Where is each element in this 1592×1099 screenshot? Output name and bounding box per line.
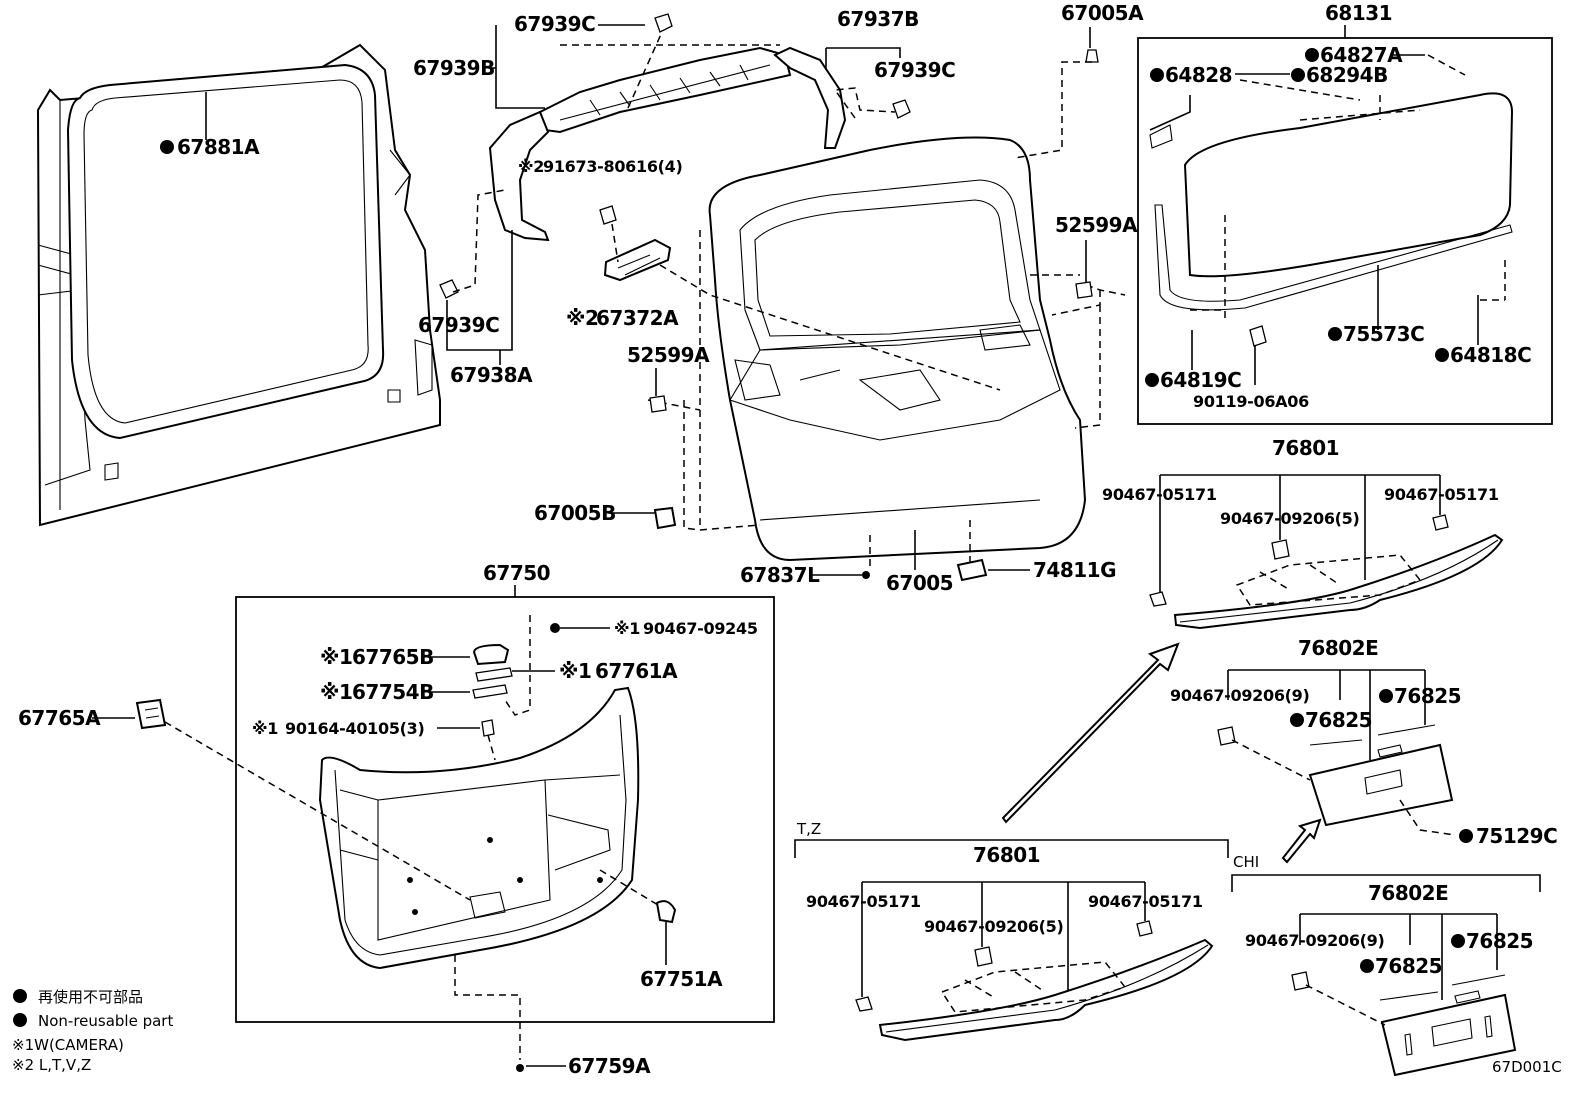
arrow-up-right-icon	[1001, 642, 1180, 824]
legend-note-1: ※1W(CAMERA)	[12, 1036, 124, 1054]
legend: 再使用不可部品 Non-reusable part ※1W(CAMERA) ※2…	[12, 988, 173, 1074]
part-label-64818C: 64818C	[1450, 343, 1531, 367]
note-mark-67761A: ※1	[559, 659, 591, 683]
part-label-52599A-right: 52599A	[1055, 213, 1138, 237]
arrow-small-icon	[1281, 818, 1322, 864]
license-garnish-illustration-top	[1217, 724, 1454, 827]
back-door-illustration	[708, 136, 1087, 579]
part-label-67005B: 67005B	[534, 501, 616, 525]
part-label-67005: 67005	[886, 571, 953, 595]
part-label-67939B: 67939B	[413, 56, 495, 80]
part-label-75129C: 75129C	[1476, 824, 1557, 848]
part-label-90467-05171-b: 90467-05171	[1384, 485, 1499, 504]
part-label-68294B: 68294B	[1306, 63, 1388, 87]
part-label-90467-09206-5-top: 90467-09206(5)	[1220, 509, 1360, 528]
part-label-67938A: 67938A	[450, 363, 533, 387]
part-label-76825-b: 76825	[1305, 708, 1372, 732]
part-label-76825-a: 76825	[1394, 684, 1461, 708]
part-label-67750: 67750	[483, 561, 550, 585]
note-mark-67765B: ※1	[320, 645, 352, 669]
part-label-67881A: 67881A	[177, 135, 260, 159]
part-label-67939C-right: 67939C	[874, 58, 955, 82]
part-label-67759A: 67759A	[568, 1054, 651, 1078]
part-label-76802E-top: 76802E	[1298, 636, 1378, 660]
part-label-90467-09245: 90467-09245	[643, 619, 758, 638]
part-label-67837L: 67837L	[740, 563, 820, 587]
part-label-90467-09206-9-bottom: 90467-09206(9)	[1245, 931, 1385, 950]
camera-bracket-illustration	[599, 205, 672, 282]
part-label-76801-top: 76801	[1272, 436, 1339, 460]
back-door-trim-illustration	[318, 686, 640, 970]
part-label-67005A: 67005A	[1061, 1, 1144, 25]
license-garnish-illustration-bottom	[1291, 971, 1517, 1077]
trim-assembly-box	[235, 596, 775, 1023]
part-label-76825-d: 76825	[1375, 954, 1442, 978]
part-label-67939C-top: 67939C	[514, 12, 595, 36]
part-label-67765B: 67765B	[352, 645, 434, 669]
legend-non-reusable-en: Non-reusable part	[38, 1012, 173, 1030]
part-label-68131: 68131	[1325, 1, 1392, 25]
part-label-67937B: 67937B	[837, 7, 919, 31]
part-label-90119-06A06: 90119-06A06	[1193, 392, 1309, 411]
part-label-91673-80616: 91673-80616(4)	[543, 157, 683, 176]
note-mark-90164: ※1	[252, 719, 278, 738]
part-label-90467-09206-9-top: 90467-09206(9)	[1170, 686, 1310, 705]
figure-code: 67D001C	[1492, 1058, 1562, 1076]
part-label-67751A: 67751A	[640, 967, 723, 991]
part-label-67765A: 67765A	[18, 706, 101, 730]
rear-garnish-illustration	[1149, 514, 1504, 630]
note-mark-67754B: ※1	[320, 680, 352, 704]
upper-trim-illustration	[439, 13, 911, 299]
variant-label-chi: CHI	[1233, 853, 1259, 871]
part-label-64819C: 64819C	[1160, 368, 1241, 392]
part-label-74811G: 74811G	[1033, 558, 1116, 582]
part-label-67754B: 67754B	[352, 680, 434, 704]
variant-label-tz: T,Z	[796, 820, 821, 838]
part-label-52599A-left: 52599A	[627, 343, 710, 367]
part-label-76802E-bottom: 76802E	[1368, 881, 1448, 905]
back-window-glass-illustration	[1149, 92, 1514, 347]
part-label-67939C-left: 67939C	[418, 313, 499, 337]
note-mark-91673: ※2	[518, 157, 544, 176]
part-label-75573C: 75573C	[1343, 322, 1424, 346]
part-label-90467-05171-c: 90467-05171	[806, 892, 921, 911]
note-mark-90467-09245: ※1	[614, 619, 640, 638]
part-label-64828: 64828	[1165, 63, 1232, 87]
part-label-76825-c: 76825	[1466, 929, 1533, 953]
part-label-67761A: 67761A	[595, 659, 678, 683]
trim-handle-parts-illustration	[472, 643, 513, 737]
part-label-64827A: 64827A	[1320, 43, 1403, 67]
part-label-90164-40105: 90164-40105(3)	[285, 719, 425, 738]
note-mark-67372A: ※2	[566, 306, 598, 330]
part-label-76801-bottom: 76801	[973, 843, 1040, 867]
rear-garnish-illustration-bottom	[855, 920, 1214, 1042]
legend-non-reusable-jp: 再使用不可部品	[38, 988, 143, 1006]
part-label-67372A: 67372A	[596, 306, 679, 330]
body-opening-illustration	[36, 43, 441, 527]
part-label-90467-09206-5-bottom: 90467-09206(5)	[924, 917, 1064, 936]
legend-note-2: ※2 L,T,V,Z	[12, 1056, 91, 1074]
